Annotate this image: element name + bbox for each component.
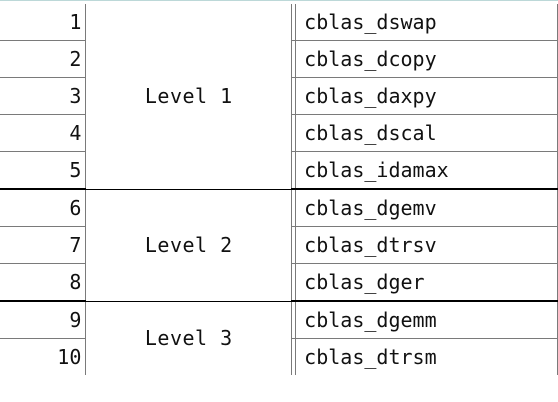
row-number: 4 — [69, 121, 82, 145]
row-number: 2 — [69, 47, 82, 71]
level-cell[interactable]: Level 3 — [85, 301, 293, 375]
gap-cell — [291, 189, 297, 227]
row-number: 6 — [69, 196, 82, 220]
row-number: 1 — [69, 10, 82, 34]
gap-cell — [291, 40, 297, 78]
function-name: cblas_idamax — [304, 158, 449, 182]
function-cell[interactable]: cblas_dtrsv — [295, 226, 558, 264]
function-cell[interactable]: cblas_dgemm — [295, 301, 558, 339]
row-number: 3 — [69, 84, 82, 108]
table-row: 9 Level 3 cblas_dgemm — [0, 301, 558, 375]
function-name: cblas_dtrsm — [304, 345, 437, 369]
gap-cell — [291, 263, 297, 302]
row-number: 10 — [57, 345, 82, 369]
level-label: Level 2 — [144, 233, 233, 257]
function-cell[interactable]: cblas_dgemv — [295, 189, 558, 227]
row-number-cell[interactable]: 8 — [0, 263, 87, 302]
gap-cell — [291, 151, 297, 190]
header-divider — [0, 0, 558, 1]
function-cell[interactable]: cblas_idamax — [295, 151, 558, 190]
row-number-cell[interactable]: 7 — [0, 226, 87, 264]
table-row: 1 Level 1 cblas_dswap — [0, 4, 558, 190]
gap-cell — [291, 114, 297, 152]
function-cell[interactable]: cblas_dcopy — [295, 40, 558, 78]
function-cell[interactable]: cblas_daxpy — [295, 77, 558, 115]
function-name: cblas_dscal — [304, 121, 437, 145]
gap-cell — [291, 77, 297, 115]
level-label: Level 3 — [144, 326, 233, 351]
table-row: 10 cblas_dtrsm — [0, 338, 558, 375]
table-row: 8 cblas_dger — [0, 263, 558, 302]
row-number-cell[interactable]: 2 — [0, 40, 87, 78]
row-number: 9 — [69, 308, 82, 332]
function-name: cblas_dgemm — [304, 308, 437, 332]
row-number: 8 — [69, 270, 82, 294]
row-number-cell[interactable]: 4 — [0, 114, 87, 152]
function-cell[interactable]: cblas_dtrsm — [295, 338, 558, 375]
level-cell[interactable]: Level 1 — [85, 4, 293, 190]
function-name: cblas_dger — [304, 270, 425, 294]
row-number-cell[interactable]: 5 — [0, 151, 87, 190]
gap-cell — [291, 226, 297, 264]
gap-cell — [291, 4, 297, 41]
level-cell[interactable]: Level 2 — [85, 189, 293, 302]
row-number-cell[interactable]: 1 — [0, 4, 87, 41]
table-row: 2 cblas_dcopy — [0, 40, 558, 78]
row-number-cell[interactable]: 6 — [0, 189, 87, 227]
gap-cell — [291, 338, 297, 375]
table-row: 3 cblas_daxpy — [0, 77, 558, 115]
table-row: 6 Level 2 cblas_dgemv — [0, 189, 558, 302]
function-name: cblas_dgemv — [304, 196, 437, 220]
level-label: Level 1 — [144, 84, 233, 109]
row-number-cell[interactable]: 9 — [0, 301, 87, 339]
function-cell[interactable]: cblas_dger — [295, 263, 558, 302]
function-cell[interactable]: cblas_dscal — [295, 114, 558, 152]
row-number-cell[interactable]: 3 — [0, 77, 87, 115]
table-row: 7 cblas_dtrsv — [0, 226, 558, 264]
table-row: 4 cblas_dscal — [0, 114, 558, 152]
row-number-cell[interactable]: 10 — [0, 338, 87, 375]
function-name: cblas_dtrsv — [304, 233, 437, 257]
row-number: 7 — [69, 233, 82, 257]
blas-table: 1 Level 1 cblas_dswap 2 cblas_dcopy 3 cb… — [0, 4, 558, 375]
function-name: cblas_dswap — [304, 10, 437, 34]
gap-cell — [291, 301, 297, 339]
row-number: 5 — [69, 158, 82, 182]
function-name: cblas_daxpy — [304, 84, 437, 108]
function-name: cblas_dcopy — [304, 47, 437, 71]
function-cell[interactable]: cblas_dswap — [295, 4, 558, 41]
table-row: 5 cblas_idamax — [0, 151, 558, 190]
